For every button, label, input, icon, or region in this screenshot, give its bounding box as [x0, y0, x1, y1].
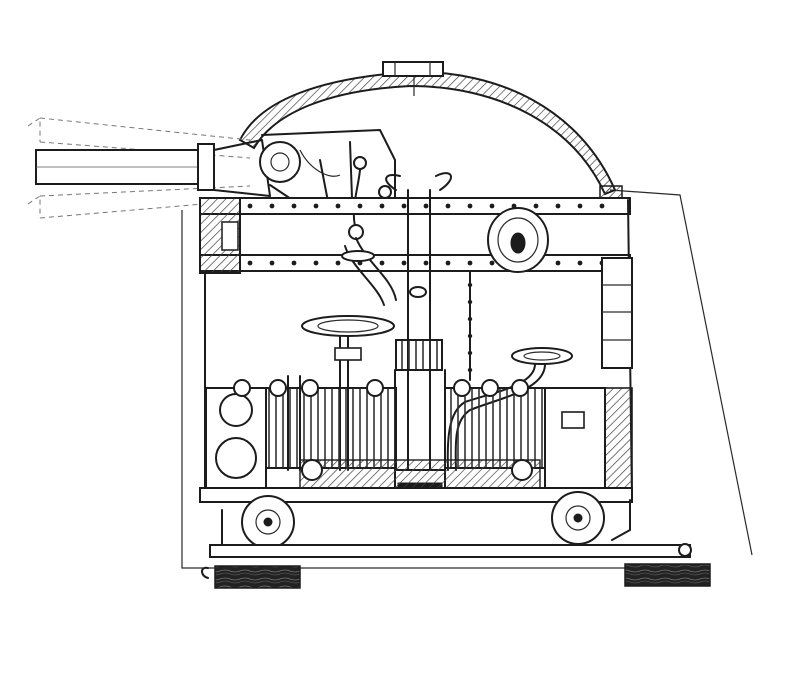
- rivet: [467, 203, 473, 209]
- rivet: [555, 260, 561, 266]
- rivet: [599, 203, 605, 209]
- rivet: [269, 260, 275, 266]
- rivet: [313, 260, 319, 266]
- rivet: [577, 203, 583, 209]
- armor-dome: [238, 61, 623, 201]
- foundation-block-right: [624, 563, 711, 587]
- rivet: [489, 203, 495, 209]
- rivet: [401, 260, 407, 266]
- rivet: [401, 203, 407, 209]
- rivet: [445, 203, 451, 209]
- rivet: [423, 260, 429, 266]
- rivet: [379, 260, 385, 266]
- rivet: [313, 203, 319, 209]
- rivet: [335, 203, 341, 209]
- rivet: [467, 282, 473, 288]
- lower-deck-machinery: [199, 375, 633, 503]
- base-rail: [201, 543, 711, 589]
- rivet: [335, 260, 341, 266]
- rivet: [247, 260, 253, 266]
- rivet: [291, 260, 297, 266]
- rivet: [489, 260, 495, 266]
- rivet: [379, 203, 385, 209]
- traverse-wheel-upper: [487, 207, 549, 273]
- rivet: [467, 299, 473, 305]
- breech-mechanism: [259, 129, 396, 240]
- rivet: [533, 203, 539, 209]
- rivet: [357, 203, 363, 209]
- rivet: [467, 350, 473, 356]
- rivet: [467, 316, 473, 322]
- foundation-block-left: [214, 565, 301, 589]
- roller-wheels: [221, 491, 631, 549]
- rivet: [555, 203, 561, 209]
- rivet: [577, 260, 583, 266]
- rivet: [423, 203, 429, 209]
- rivet: [467, 333, 473, 339]
- dome-hatch: [382, 61, 444, 77]
- rivet: [467, 367, 473, 373]
- training-shaft: [341, 237, 397, 306]
- rivet: [467, 260, 473, 266]
- elevating-gear: [348, 224, 364, 240]
- shell-tops: [233, 379, 529, 397]
- rivet: [269, 203, 275, 209]
- rivet: [445, 260, 451, 266]
- rivet: [247, 203, 253, 209]
- upper-beam: [199, 197, 631, 274]
- rivet: [291, 203, 297, 209]
